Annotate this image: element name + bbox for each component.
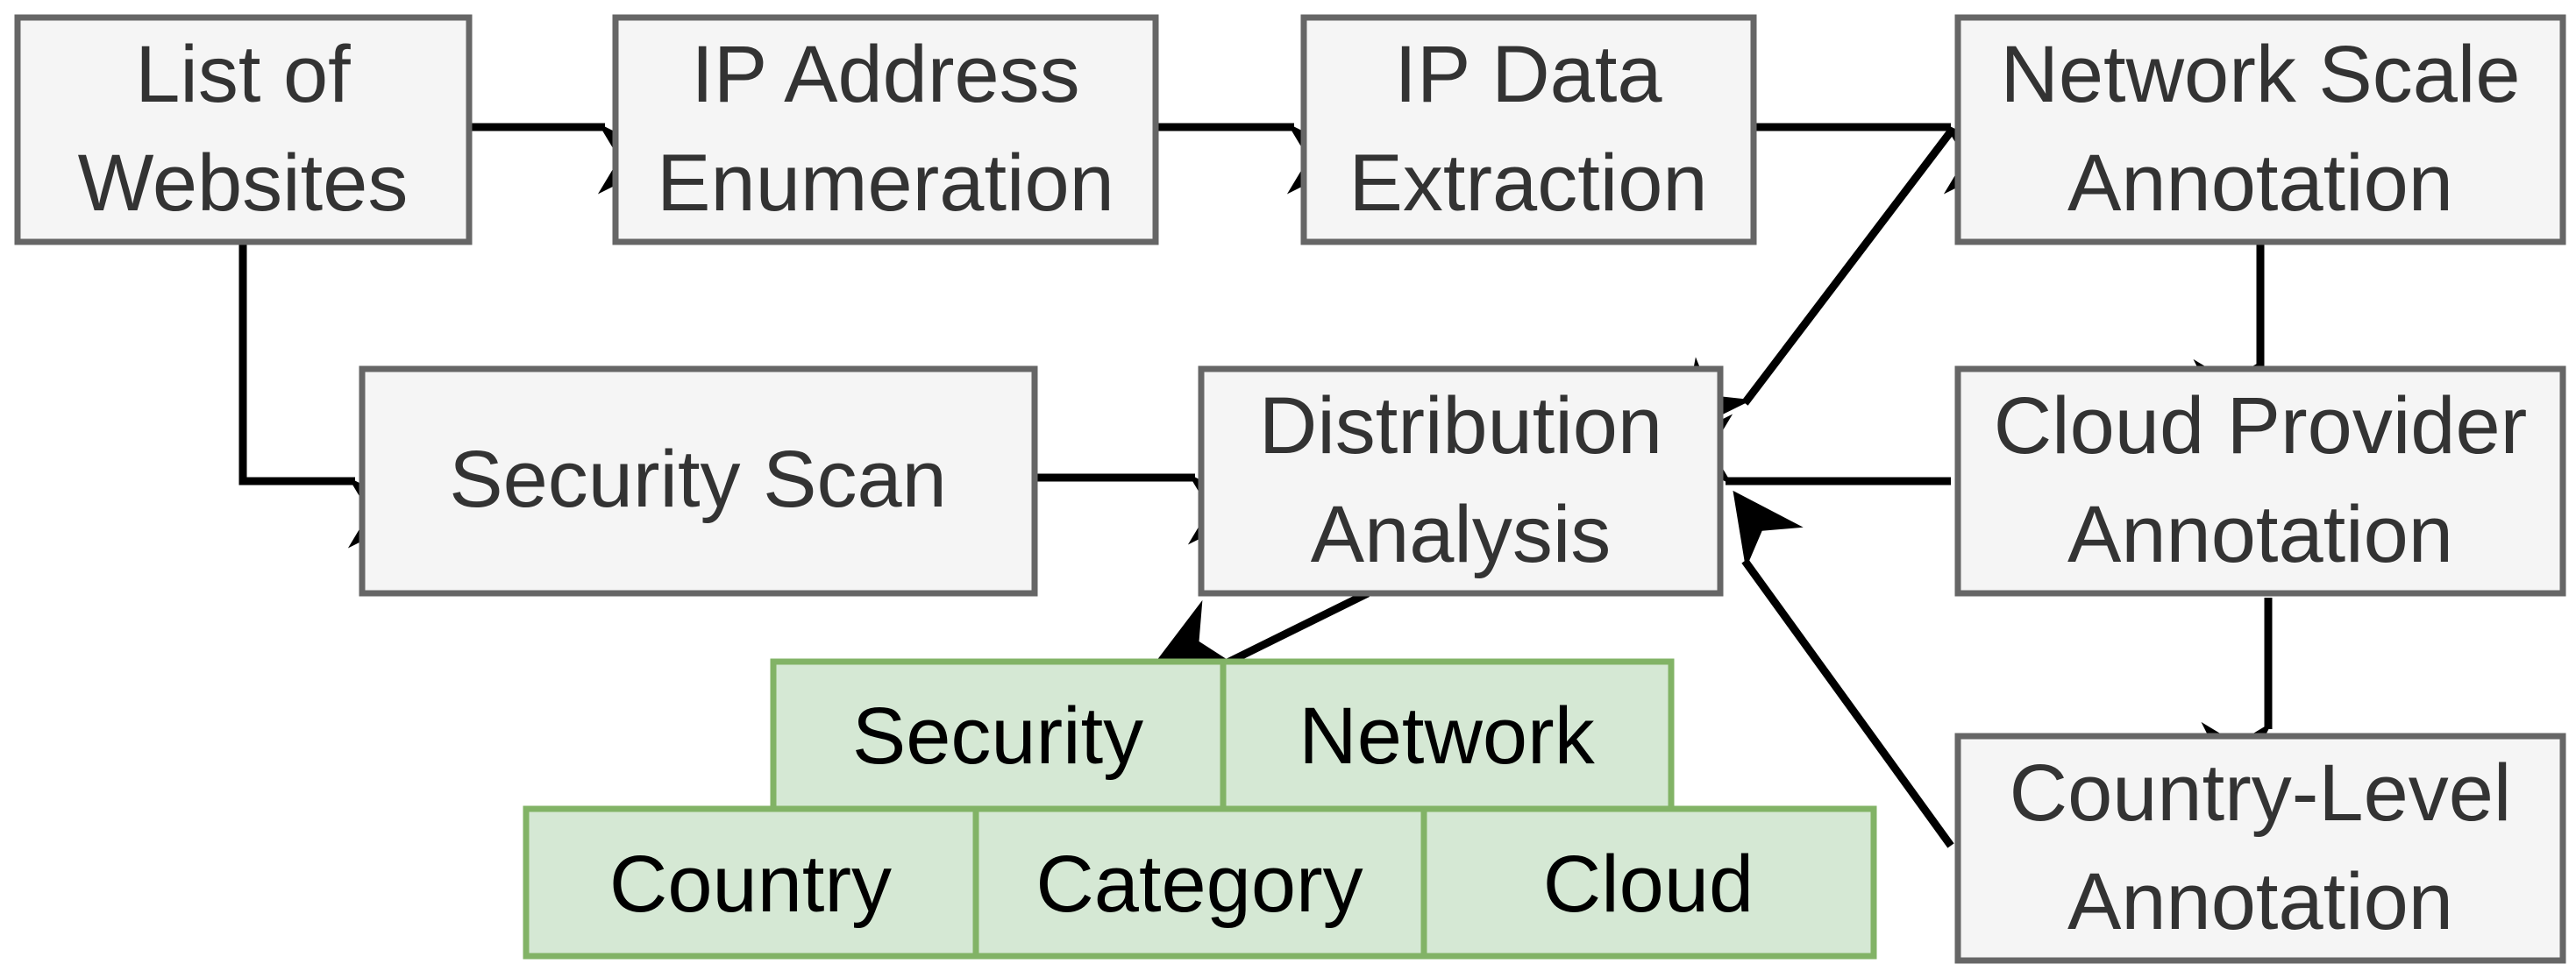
node-label-line1: IP Data — [1394, 30, 1662, 119]
node-label-line2: Annotation — [2067, 857, 2453, 946]
node-ip-address-enumeration: IP Address Enumeration — [612, 14, 1159, 245]
node-distribution-analysis: Distribution Analysis — [1198, 365, 1724, 597]
node-list-of-websites: List of Websites — [14, 14, 473, 245]
node-label-line2: Analysis — [1311, 490, 1612, 579]
node-cloud-provider-annotation: Cloud Provider Annotation — [1954, 365, 2566, 597]
result-cloud: Cloud — [1420, 805, 1877, 960]
node-label: Security Scan — [449, 435, 947, 524]
node-network-scale-annotation: Network Scale Annotation — [1954, 14, 2566, 245]
result-security: Security — [770, 658, 1227, 812]
node-ip-data-extraction: IP Data Extraction — [1300, 14, 1757, 245]
result-label: Cloud — [1543, 840, 1754, 929]
node-label-line1: IP Address — [691, 30, 1079, 119]
arrow-net-scale-to-distribution — [1681, 129, 1954, 436]
node-label-line2: Annotation — [2067, 138, 2453, 228]
result-label: Security — [852, 691, 1143, 781]
result-label: Country — [609, 840, 892, 929]
node-label-line2: Enumeration — [657, 138, 1114, 228]
node-label-line1: Cloud Provider — [1994, 381, 2528, 471]
result-network: Network — [1220, 658, 1675, 812]
node-label-line1: List of — [135, 30, 351, 119]
node-label-line1: Distribution — [1259, 381, 1662, 471]
node-security-scan: Security Scan — [359, 365, 1038, 597]
node-country-level-annotation: Country-Level Annotation — [1954, 733, 2566, 964]
node-label-line2: Websites — [78, 138, 409, 228]
node-label-line2: Extraction — [1348, 138, 1707, 228]
node-label-line1: Network Scale — [2000, 30, 2520, 119]
result-country: Country — [523, 805, 979, 960]
result-label: Network — [1299, 691, 1595, 781]
arrow-websites-to-security-scan — [238, 242, 419, 549]
arrow-distribution-to-results — [1154, 589, 1370, 668]
node-label-line1: Country-Level — [2010, 748, 2512, 838]
node-label-line2: Annotation — [2067, 490, 2453, 579]
result-category: Category — [972, 805, 1427, 960]
result-label: Category — [1035, 840, 1363, 929]
arrow-country-level-to-distribution — [1733, 490, 1954, 848]
connectors — [238, 123, 2273, 848]
